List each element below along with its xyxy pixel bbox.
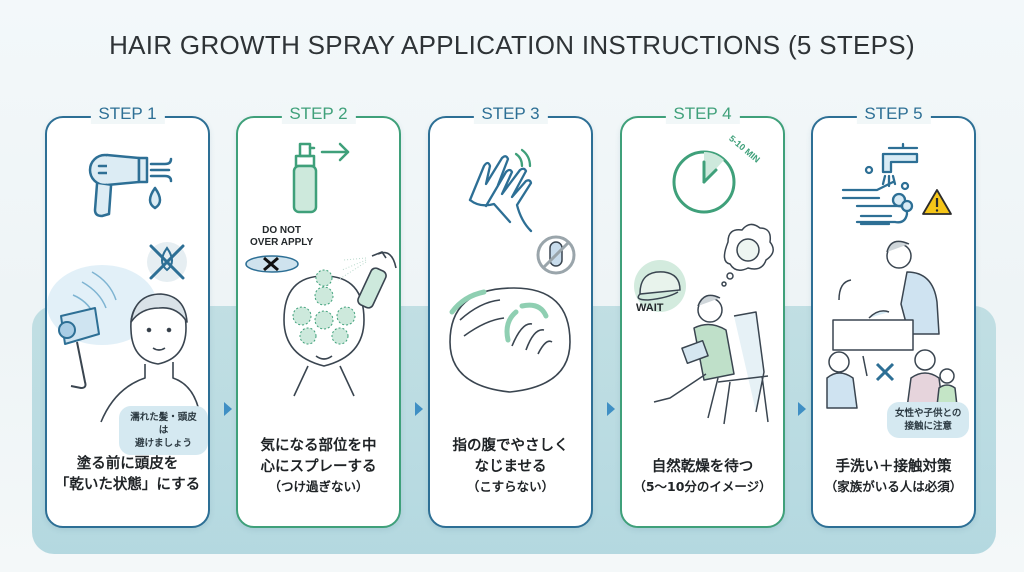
warning-bubble: 女性や子供との接触に注意: [887, 402, 970, 438]
step-caption: 手洗い＋接触対策 （家族がいる人は必須）: [824, 459, 963, 494]
spray-bottle-icon: [245, 142, 397, 397]
step-caption: 自然乾燥を待つ （5〜10分のイメージ）: [633, 459, 772, 494]
step-card-4: STEP 4 5-10 MIN WAIT 自然乾燥を待つ （5〜10分のイメージ…: [620, 104, 785, 528]
wait-label: WAIT: [636, 302, 664, 314]
step-caption: 塗る前に頭皮を「乾いた状態」にする: [54, 456, 201, 493]
page-title: HAIR GROWTH SPRAY APPLICATION INSTRUCTIO…: [109, 30, 915, 60]
step-label: STEP 3: [473, 104, 548, 124]
next-arrow-icon: [224, 402, 232, 416]
step-label: STEP 1: [90, 104, 165, 124]
cap-icon: [639, 271, 681, 295]
warning-bubble: 濡れた髪・頭皮は避けましょう: [119, 406, 208, 455]
next-arrow-icon: [415, 402, 423, 416]
hand-washing-icon: [826, 142, 958, 409]
water-drop-icon: [161, 246, 173, 272]
step-caption: 気になる部位を中心にスプレーする （つけ過ぎない）: [260, 438, 377, 494]
step-caption: 指の腹でやさしくなじませる （こすらない）: [452, 438, 569, 494]
step-label: STEP 2: [281, 104, 356, 124]
clock-icon: [634, 150, 774, 425]
step-card-1: STEP 1: [45, 104, 210, 528]
hair-dryer-icon: [47, 153, 202, 423]
step-label: STEP 5: [856, 104, 931, 124]
next-arrow-icon: [798, 402, 806, 416]
hands-rubbing-icon: [449, 148, 576, 393]
step-label: STEP 4: [665, 104, 740, 124]
step-card-5: STEP 5 女性や子供との: [811, 104, 976, 528]
next-arrow-icon: [607, 402, 615, 416]
step-card-3: STEP 3 指の腹でやさしくなじませる （こすらない）: [428, 104, 593, 528]
